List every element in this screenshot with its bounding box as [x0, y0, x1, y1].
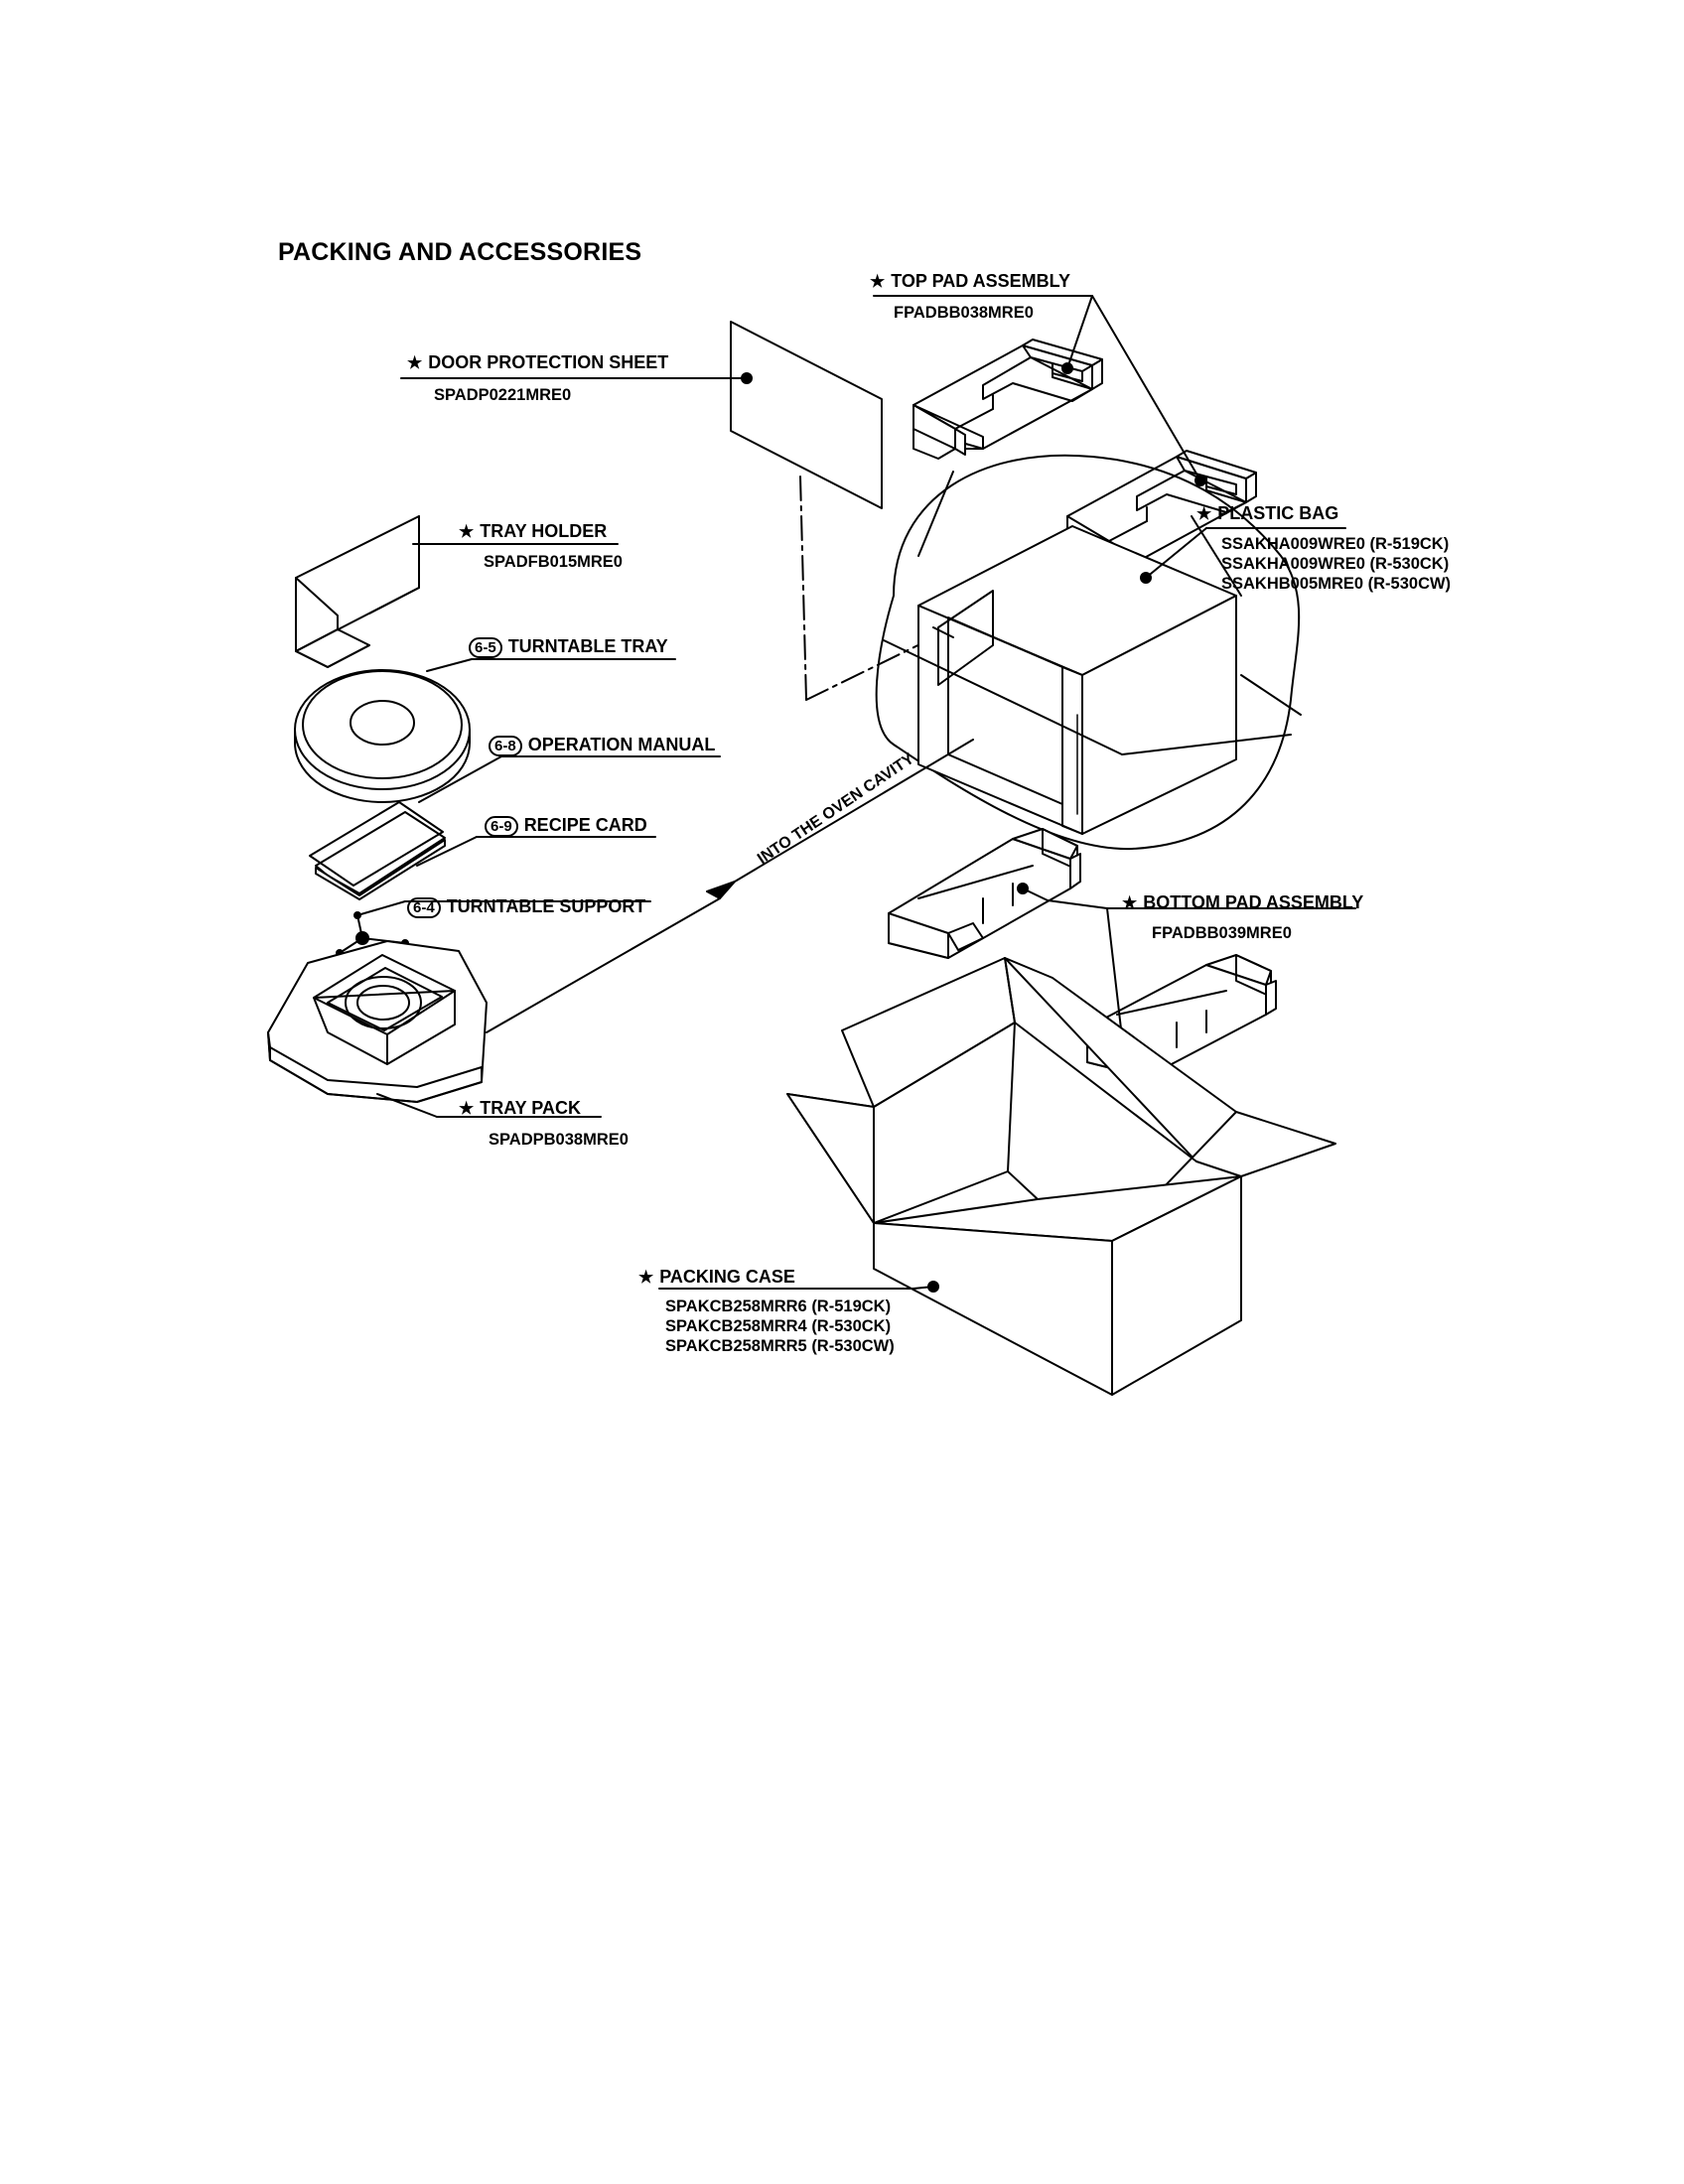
page-title: PACKING AND ACCESSORIES [278, 238, 642, 266]
top-pad-drawing [873, 295, 1257, 568]
ref-number-badge: 6-8 [489, 736, 522, 756]
plastic-bag-code-2: SSAKHA009WRE0 (R-530CK) [1221, 555, 1450, 573]
bottom-pad-label: ★ BOTTOM PAD ASSEMBLY [1122, 891, 1363, 914]
recipe-card-name: RECIPE CARD [523, 815, 647, 835]
oven-in-bag-drawing [486, 454, 1346, 1033]
operation-manual-name: OPERATION MANUAL [527, 735, 716, 754]
ref-number-badge: 6-5 [469, 637, 502, 658]
turntable-tray-name: TURNTABLE TRAY [507, 636, 668, 656]
plastic-bag-label: ★ PLASTIC BAG [1196, 502, 1338, 525]
star-marker-icon: ★ [870, 272, 886, 291]
tray-holder-drawing [295, 515, 619, 668]
bottom-pad-name: BOTTOM PAD ASSEMBLY [1143, 892, 1364, 912]
turntable-support-name: TURNTABLE SUPPORT [446, 896, 646, 916]
ref-number-badge: 6-4 [407, 897, 441, 918]
plastic-bag-name: PLASTIC BAG [1217, 503, 1339, 523]
bottom-pad-code: FPADBB039MRE0 [1152, 924, 1292, 942]
tray-holder-code: SPADFB015MRE0 [484, 553, 623, 571]
packing-case-code-1: SPAKCB258MRR6 (R-519CK) [665, 1297, 892, 1315]
packing-case-drawing [658, 957, 1336, 1396]
tray-pack-code: SPADPB038MRE0 [489, 1131, 629, 1149]
star-marker-icon: ★ [638, 1268, 654, 1287]
door-sheet-label: ★ DOOR PROTECTION SHEET [407, 351, 668, 374]
star-marker-icon: ★ [1122, 893, 1138, 912]
star-marker-icon: ★ [1196, 504, 1212, 523]
plastic-bag-code-1: SSAKHA009WRE0 (R-519CK) [1221, 535, 1450, 553]
ref-number-badge: 6-9 [485, 816, 518, 837]
door-sheet-name: DOOR PROTECTION SHEET [428, 352, 669, 372]
tray-pack-drawing [267, 940, 602, 1118]
tray-holder-label: ★ TRAY HOLDER [459, 520, 607, 543]
turntable-tray-drawing [294, 658, 676, 803]
star-marker-icon: ★ [459, 522, 475, 541]
packing-case-name: PACKING CASE [659, 1267, 795, 1287]
star-marker-icon: ★ [407, 353, 423, 372]
packing-case-code-3: SPAKCB258MRR5 (R-530CW) [665, 1337, 895, 1355]
door-sheet-drawing [400, 321, 939, 701]
top-pad-code: FPADBB038MRE0 [894, 304, 1034, 322]
tray-pack-name: TRAY PACK [480, 1098, 581, 1118]
tray-holder-name: TRAY HOLDER [480, 521, 608, 541]
top-pad-label: ★ TOP PAD ASSEMBLY [870, 270, 1070, 293]
packing-case-code-2: SPAKCB258MRR4 (R-530CK) [665, 1317, 892, 1335]
operation-manual-label: 6-8 OPERATION MANUAL [489, 734, 715, 756]
star-marker-icon: ★ [459, 1099, 475, 1118]
top-pad-name: TOP PAD ASSEMBLY [891, 271, 1070, 291]
tray-pack-label: ★ TRAY PACK [459, 1097, 581, 1120]
plastic-bag-code-3: SSAKHB005MRE0 (R-530CW) [1221, 575, 1452, 593]
packing-case-label: ★ PACKING CASE [638, 1266, 795, 1289]
door-sheet-code: SPADP0221MRE0 [434, 386, 572, 404]
manual-card-drawing [309, 755, 721, 900]
